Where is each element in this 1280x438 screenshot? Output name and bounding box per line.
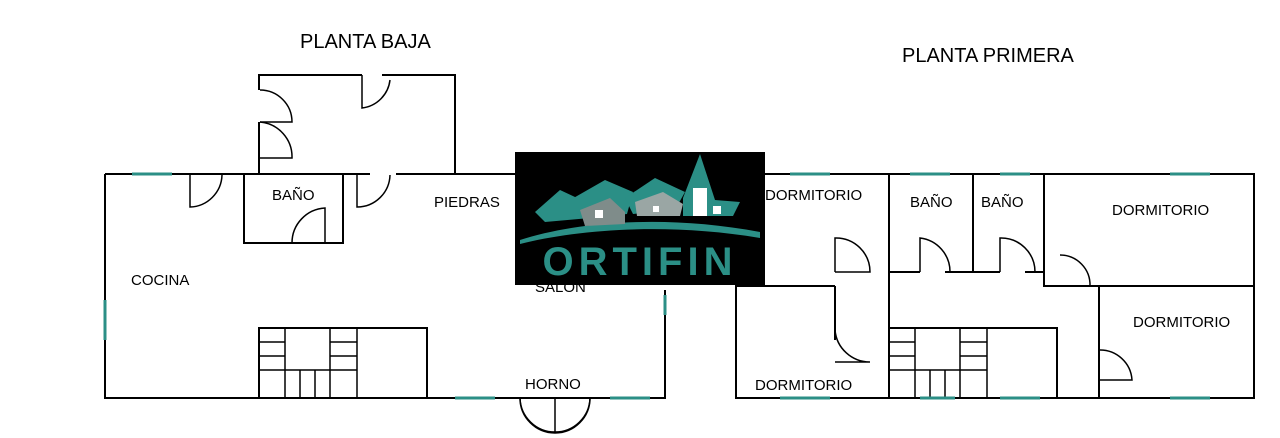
room-label-bano: BAÑO: [272, 187, 315, 204]
village-icon: [520, 154, 760, 244]
first-floor-plan: [735, 172, 1255, 400]
room-label-dormitorio-2: DORMITORIO: [1112, 202, 1209, 219]
ground-floor-plan: [103, 74, 667, 434]
room-label-dormitorio-4: DORMITORIO: [755, 377, 852, 394]
room-label-horno: HORNO: [525, 376, 581, 393]
room-label-piedras: PIEDRAS: [434, 194, 500, 211]
ortifin-logo: ORTIFIN: [515, 152, 765, 285]
room-label-dormitorio-1: DORMITORIO: [765, 187, 862, 204]
room-label-cocina: COCINA: [131, 272, 189, 289]
logo-wordmark: ORTIFIN: [542, 240, 738, 284]
first-floor-title: PLANTA PRIMERA: [902, 45, 1075, 67]
ground-floor-title: PLANTA BAJA: [300, 31, 431, 53]
room-label-bano-2: BAÑO: [981, 194, 1024, 211]
room-label-bano-1: BAÑO: [910, 194, 953, 211]
room-label-dormitorio-3: DORMITORIO: [1133, 314, 1230, 331]
